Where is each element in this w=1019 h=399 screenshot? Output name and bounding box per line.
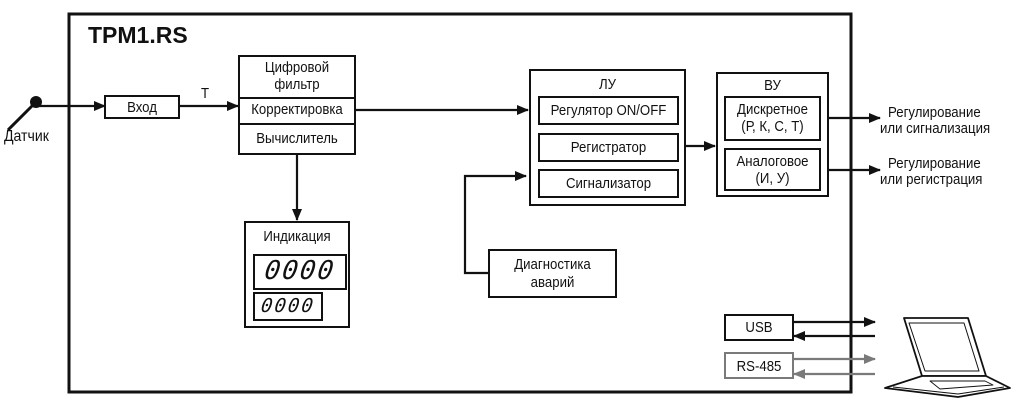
display-bottom-digits: 0000 [259,295,317,317]
device-title: TPM1.RS [88,22,188,48]
analog-output-caption-line1: Регулирование [888,155,981,172]
output-unit-block: ВУ Дискретное (Р, К, С, Т) Аналоговое (И… [716,72,829,197]
processing-block: Цифровой фильтр Корректировка Вычислител… [238,55,356,155]
discrete-output: Дискретное (Р, К, С, Т) [724,96,821,141]
on-off-regulator-label: Регулятор ON/OFF [550,102,667,119]
alarm-label: Сигнализатор [565,175,652,192]
usb-interface: USB [724,314,794,341]
diagnostics-line1: Диагностика [514,256,591,273]
analog-output: Аналоговое (И, У) [724,148,821,191]
analog-output-caption-line2: или регистрация [880,171,983,188]
on-off-regulator: Регулятор ON/OFF [538,96,679,125]
analog-output-line2: (И, У) [755,170,790,187]
signal-label: T [201,85,210,102]
indication-block: Индикация 0000 0000 [244,221,350,328]
corrector-section: Корректировка [240,97,354,125]
display-bottom: 0000 [253,292,323,321]
discrete-output-line1: Дискретное [737,101,808,118]
device-enclosure [67,12,853,394]
laptop-icon [884,317,1011,398]
alarm: Сигнализатор [538,169,679,198]
sensor-probe-icon [6,96,42,132]
input-label: Вход [127,99,157,116]
rs485-interface: RS-485 [724,352,794,379]
display-top: 0000 [253,254,347,290]
diagnostics-line2: аварий [530,274,575,291]
filter-label: Цифровой фильтр [264,59,330,93]
analog-output-line1: Аналоговое [736,153,809,170]
filter-section: Цифровой фильтр [240,57,354,99]
discrete-output-caption-line1: Регулирование [888,104,981,121]
rs485-label: RS-485 [736,358,782,375]
diagnostics-block: Диагностика аварий [488,249,617,298]
corrector-label: Корректировка [251,101,343,118]
discrete-output-line2: (Р, К, С, Т) [741,118,804,135]
logic-unit-block: ЛУ Регулятор ON/OFF Регистратор Сигнализ… [529,69,686,206]
indication-title: Индикация [263,228,331,245]
discrete-output-caption-line2: или сигнализация [880,120,991,137]
display-top-digits: 0000 [262,256,338,286]
diagnostics-to-alarm-arrow [463,171,527,275]
logic-unit-title: ЛУ [598,76,617,93]
recorder: Регистратор [538,133,679,162]
output-unit-title: ВУ [764,77,781,94]
sensor-label: Датчик [4,128,49,145]
usb-label: USB [745,319,773,336]
input-block: Вход [104,95,180,119]
calculator-label: Вычислитель [256,130,338,147]
recorder-label: Регистратор [570,139,647,156]
